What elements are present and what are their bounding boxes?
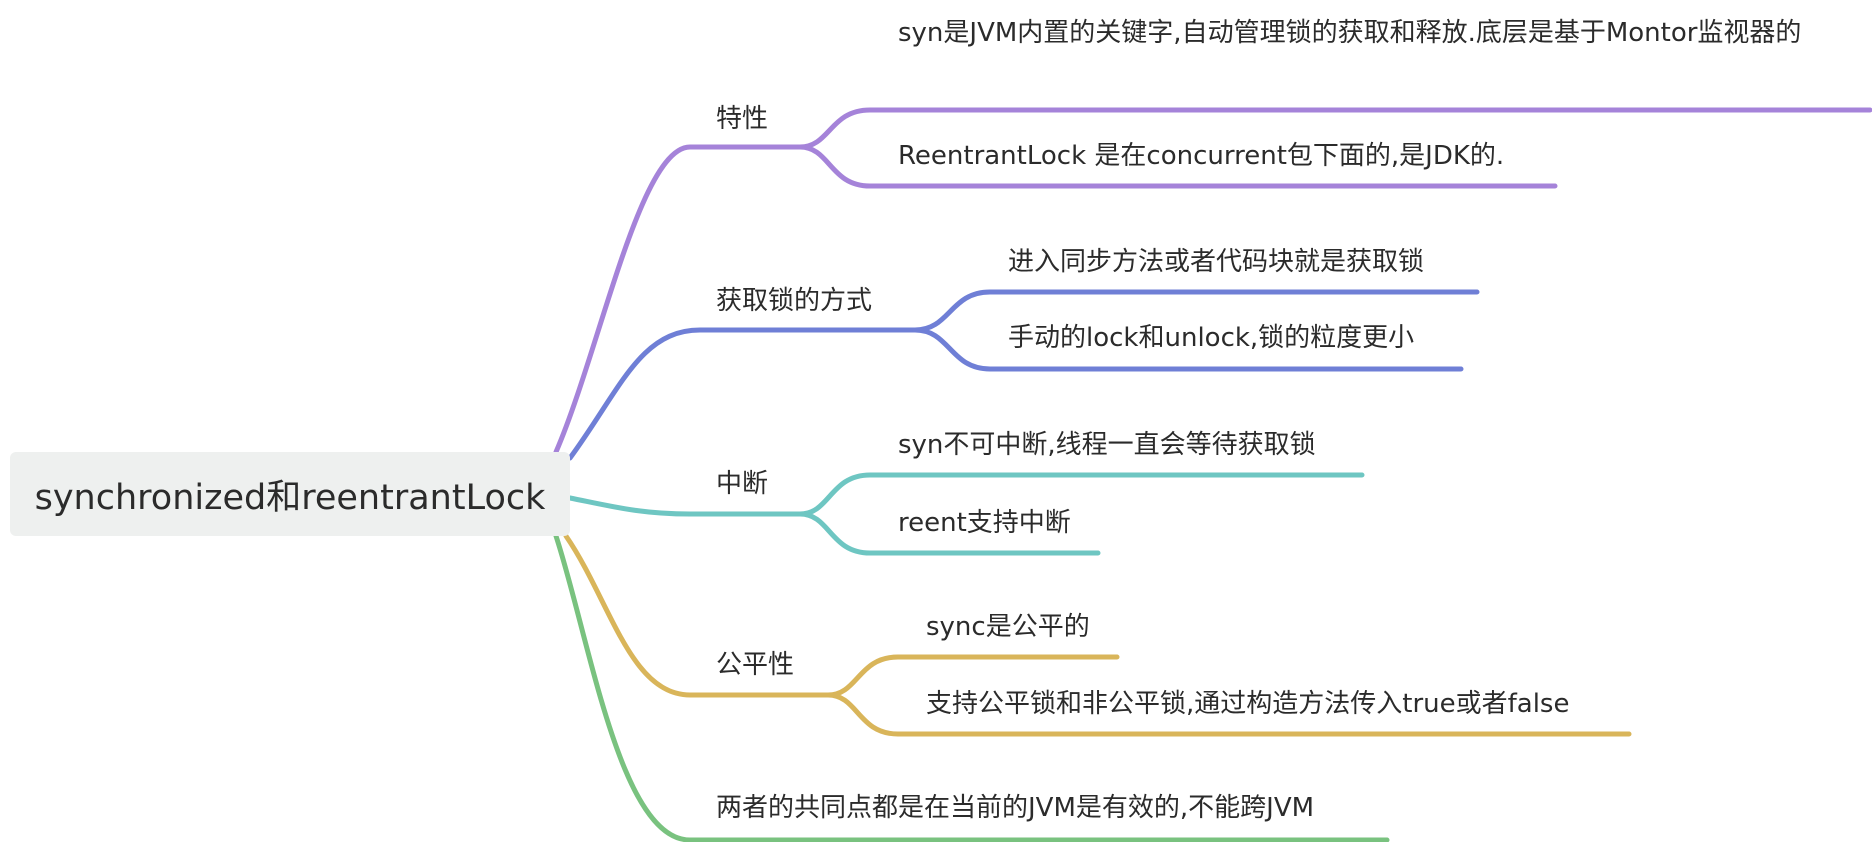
branch-connector-characteristics: [553, 107, 1872, 455]
leaf-reent-interruptible[interactable]: reent支持中断: [898, 508, 1071, 538]
branch-acquire-mode[interactable]: 获取锁的方式: [716, 286, 873, 316]
branch-common-point[interactable]: 两者的共同点都是在当前的JVM是有效的,不能跨JVM: [716, 793, 1315, 823]
root-topic-label: synchronized和reentrantLock: [34, 477, 546, 518]
leaf-syn-builtin-keyword[interactable]: syn是JVM内置的关键字,自动管理锁的获取和释放.底层是基于Montor监视器…: [898, 18, 1802, 48]
leaf-enter-sync-block[interactable]: 进入同步方法或者代码块就是获取锁: [1008, 247, 1425, 277]
leaf-reentrantlock-concurrent[interactable]: ReentrantLock 是在concurrent包下面的,是JDK的.: [898, 141, 1505, 171]
branch-fairness[interactable]: 公平性: [716, 650, 795, 680]
branch-connector-fairness: [563, 533, 1632, 737]
root-topic[interactable]: synchronized和reentrantLock: [10, 452, 570, 536]
branch-connector-acquire-mode: [567, 289, 1480, 461]
branch-connector-common: [553, 533, 1390, 842]
leaf-fair-and-unfair-lock[interactable]: 支持公平锁和非公平锁,通过构造方法传入true或者false: [926, 689, 1570, 719]
leaf-manual-lock-unlock[interactable]: 手动的lock和unlock,锁的粒度更小: [1008, 323, 1415, 353]
branch-connector-interrupt: [567, 472, 1365, 556]
branch-characteristics[interactable]: 特性: [716, 104, 769, 134]
leaf-syn-not-interruptible[interactable]: syn不可中断,线程一直会等待获取锁: [898, 430, 1316, 460]
branch-interrupt[interactable]: 中断: [716, 469, 769, 499]
leaf-sync-fair[interactable]: sync是公平的: [926, 612, 1090, 642]
